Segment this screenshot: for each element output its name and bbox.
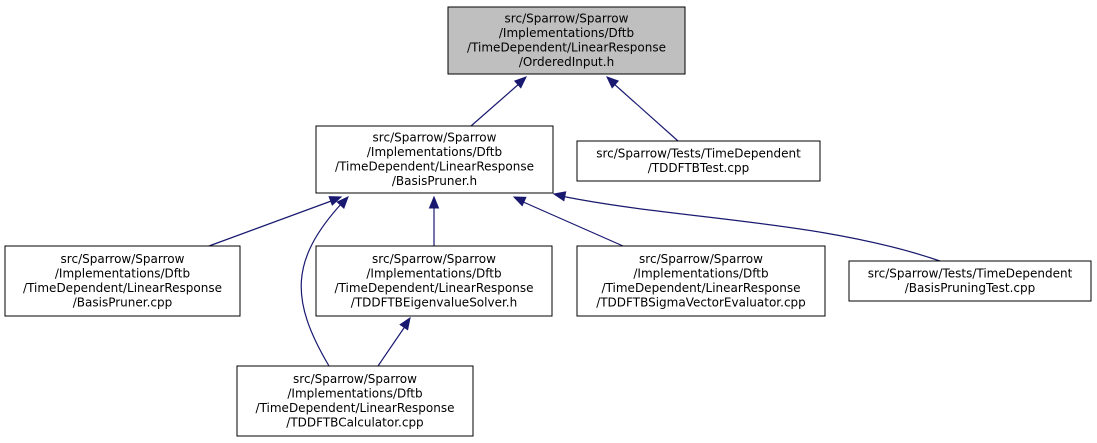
edges-layer (208, 76, 941, 367)
node-label-line: /TDDFTBEigenvalueSolver.h (351, 296, 517, 310)
node-box (4, 245, 241, 317)
node-label-line: /TimeDependent/LinearResponse (335, 160, 534, 174)
edge-line (612, 82, 679, 142)
node-ordered-input: src/Sparrow/Sparrow/Implementations/Dftb… (447, 6, 686, 75)
node-label-line: /TimeDependent/LinearResponse (467, 41, 666, 55)
edge-basis_pruner_h-to-ordered_input (470, 76, 527, 127)
node-label-line: /Implementations/Dftb (55, 267, 190, 281)
node-box (576, 245, 826, 317)
node-label-line: src/Sparrow/Sparrow (372, 252, 496, 266)
node-label-line: src/Sparrow/Sparrow (373, 131, 497, 145)
edge-calculator-to-eigenvalue_solver (377, 316, 411, 367)
edge-line (208, 199, 335, 247)
node-box (236, 365, 474, 437)
node-eigenvalue-solver[interactable]: src/Sparrow/Sparrow/Implementations/Dftb… (315, 245, 553, 317)
edge-arrowhead (552, 191, 567, 202)
edge-line (377, 324, 407, 367)
edge-arrowhead (336, 196, 349, 210)
node-label-line: /Implementations/Dftb (367, 145, 502, 159)
edge-arrowhead (512, 196, 527, 207)
edge-arrowhead (399, 316, 411, 331)
node-box (315, 245, 553, 317)
node-label-line: /TDDFTBCalculator.cpp (286, 416, 423, 430)
edge-line (560, 195, 941, 262)
node-calculator[interactable]: src/Sparrow/Sparrow/Implementations/Dftb… (236, 365, 474, 437)
node-label-line: src/Sparrow/Sparrow (293, 372, 417, 386)
edge-line (470, 82, 521, 127)
nodes-layer: src/Sparrow/Sparrow/Implementations/Dftb… (4, 6, 1092, 437)
node-label-line: /BasisPruner.h (392, 174, 477, 188)
node-label-line: /Implementations/Dftb (366, 267, 501, 281)
node-label-line: /TimeDependent/LinearResponse (602, 281, 801, 295)
node-label-line: src/Sparrow/Sparrow (505, 12, 629, 26)
edge-calculator-to-basis_pruner_h (300, 196, 349, 367)
edge-arrowhead (328, 196, 343, 206)
node-box (576, 140, 821, 182)
edge-sigma_vector-to-basis_pruner_h (512, 196, 624, 247)
node-basis-pruner-h[interactable]: src/Sparrow/Sparrow/Implementations/Dftb… (315, 125, 554, 194)
edge-line (520, 200, 624, 247)
node-label-line: /TimeDependent/LinearResponse (256, 401, 455, 415)
node-basis-pruner-cpp[interactable]: src/Sparrow/Sparrow/Implementations/Dftb… (4, 245, 241, 317)
node-label-line: /Implementations/Dftb (633, 267, 768, 281)
node-label-line: /TDDFTBTest.cpp (648, 161, 749, 175)
edge-arrowhead (606, 76, 620, 89)
node-label-line: /TimeDependent/LinearResponse (23, 281, 222, 295)
node-tddftb-test[interactable]: src/Sparrow/Tests/TimeDependent/TDDFTBTe… (576, 140, 821, 182)
node-box (848, 260, 1092, 302)
node-box (315, 125, 554, 194)
edge-tddftb_test-to-ordered_input (606, 76, 679, 142)
node-label-line: /BasisPruner.cpp (73, 296, 173, 310)
node-label-line: /BasisPruningTest.cpp (905, 281, 1035, 295)
node-label-line: /Implementations/Dftb (287, 387, 422, 401)
edge-eigenvalue_solver-to-basis_pruner_h (428, 195, 440, 246)
node-basis-pruning-test[interactable]: src/Sparrow/Tests/TimeDependent/BasisPru… (848, 260, 1092, 302)
node-label-line: src/Sparrow/Tests/TimeDependent (868, 267, 1073, 281)
node-label-line: /Implementations/Dftb (499, 26, 634, 40)
edge-basis_pruning_test-to-basis_pruner_h (552, 191, 941, 262)
edge-arrowhead (513, 76, 527, 89)
node-label-line: /TDDFTBSigmaVectorEvaluator.cpp (596, 296, 806, 310)
node-label-line: src/Sparrow/Sparrow (639, 252, 763, 266)
edge-basis_pruner_cpp-to-basis_pruner_h (208, 196, 343, 247)
edge-line (300, 202, 343, 367)
edge-arrowhead (428, 195, 440, 209)
node-label-line: src/Sparrow/Sparrow (61, 252, 185, 266)
node-box (447, 6, 686, 75)
node-label-line: /TimeDependent/LinearResponse (335, 281, 534, 295)
node-label-line: /OrderedInput.h (519, 55, 614, 69)
node-label-line: src/Sparrow/Tests/TimeDependent (596, 147, 801, 161)
node-sigma-vector[interactable]: src/Sparrow/Sparrow/Implementations/Dftb… (576, 245, 826, 317)
